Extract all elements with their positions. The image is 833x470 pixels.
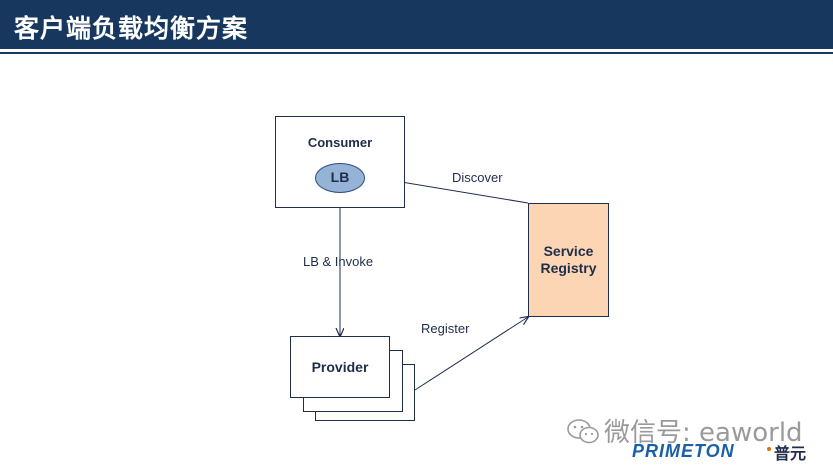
title-bar: 客户端负载均衡方案 xyxy=(0,0,833,49)
provider-label: Provider xyxy=(311,359,369,375)
consumer-node: Consumer xyxy=(275,116,405,208)
watermark-text: 微信号: eaworld xyxy=(604,418,803,448)
wechat-icon xyxy=(567,419,599,444)
provider-node: Provider xyxy=(290,336,390,398)
brand-dot xyxy=(767,447,771,451)
register-label: Register xyxy=(421,321,470,336)
title-underline xyxy=(0,52,833,54)
service-registry-label-line2: Registry xyxy=(540,260,597,276)
register-arrow xyxy=(414,317,528,391)
lb-node: LB xyxy=(315,163,365,193)
slide-title: 客户端负载均衡方案 xyxy=(14,14,249,43)
consumer-label: Consumer xyxy=(307,135,373,150)
discover-label: Discover xyxy=(452,170,503,185)
service-registry-node: Service Registry xyxy=(528,203,609,317)
brand-cn: 普元 xyxy=(774,444,807,463)
invoke-label: LB & Invoke xyxy=(303,254,374,269)
service-registry-label: Service Registry xyxy=(540,243,596,277)
service-registry-label-line1: Service xyxy=(543,243,594,259)
brand-logo: PRIMETON xyxy=(632,441,735,461)
